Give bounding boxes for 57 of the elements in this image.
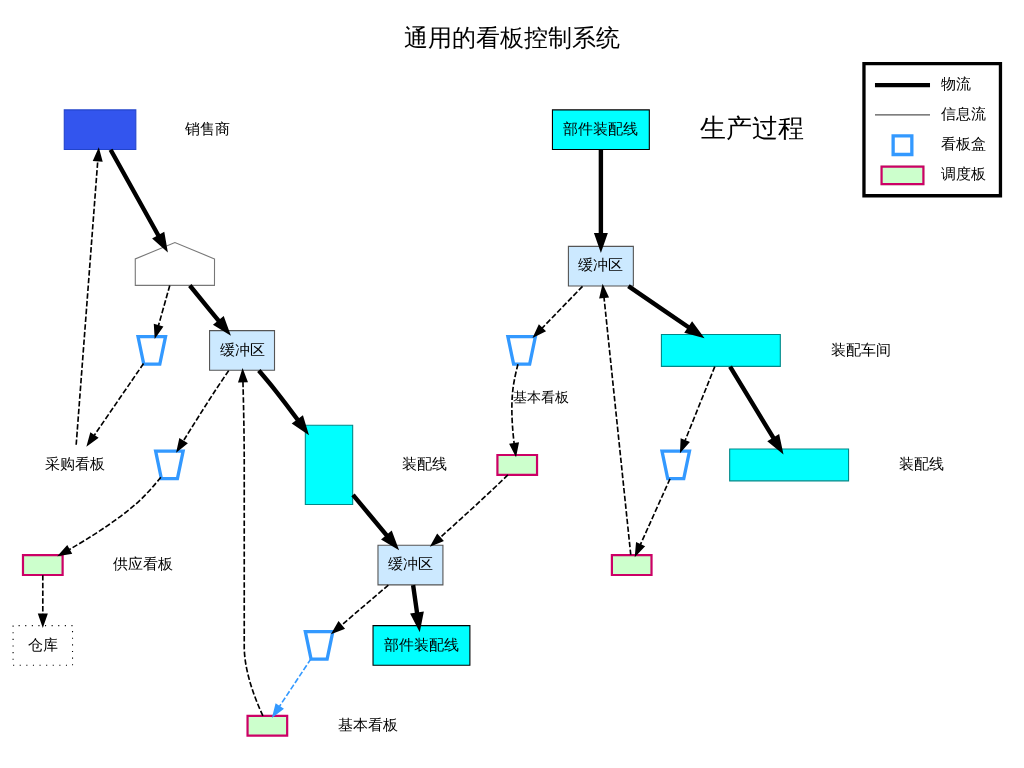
node-text: 采购看板 bbox=[44, 454, 105, 473]
arrow bbox=[271, 658, 312, 718]
arrow bbox=[153, 284, 171, 339]
node-box: 缓冲区 bbox=[209, 330, 276, 371]
node-box bbox=[246, 714, 289, 737]
node-box bbox=[136, 335, 168, 366]
node-box: 缓冲区 bbox=[567, 245, 634, 287]
node-label: 装配线 bbox=[402, 454, 448, 473]
arrow bbox=[599, 283, 632, 556]
node-label: 装配车间 bbox=[830, 340, 891, 359]
arrow bbox=[634, 478, 671, 558]
arrow bbox=[188, 284, 231, 336]
arrow bbox=[108, 148, 168, 253]
arrow bbox=[593, 149, 608, 253]
legend-label: 看板盒 bbox=[941, 135, 987, 154]
node-label: 供应看板 bbox=[112, 555, 173, 574]
arrow bbox=[57, 476, 162, 557]
arrow bbox=[532, 285, 584, 339]
node-box bbox=[63, 109, 137, 151]
arrow bbox=[351, 493, 400, 551]
arrow bbox=[237, 368, 264, 717]
node-box bbox=[21, 554, 64, 577]
diagram-title: 通用的看板控制系统 bbox=[404, 24, 620, 53]
arrow bbox=[75, 147, 103, 446]
node-box bbox=[153, 449, 186, 481]
edge-label: 基本看板 bbox=[513, 388, 570, 405]
label: 生产过程 bbox=[699, 111, 804, 143]
arrow bbox=[330, 584, 390, 635]
arrow bbox=[509, 363, 520, 458]
node-label: 销售商 bbox=[185, 119, 231, 138]
arrow bbox=[37, 574, 48, 628]
node-label: 基本看板 bbox=[337, 715, 398, 734]
arrow bbox=[86, 362, 145, 447]
node-box bbox=[304, 424, 354, 506]
arrow bbox=[627, 284, 705, 339]
arrow bbox=[728, 365, 784, 455]
node-picture bbox=[134, 241, 216, 286]
node-box bbox=[660, 333, 781, 367]
legend-label: 调度板 bbox=[941, 165, 987, 184]
node-box: 仓库 bbox=[12, 625, 74, 666]
arrow bbox=[679, 365, 716, 454]
arrow bbox=[429, 474, 509, 547]
node-box bbox=[303, 630, 335, 661]
arrow bbox=[257, 369, 310, 436]
legend-label: 信息流 bbox=[941, 104, 987, 123]
node-box bbox=[729, 448, 850, 482]
node-box: 部件装配线 bbox=[551, 109, 650, 151]
node-box bbox=[496, 453, 539, 476]
arrow bbox=[176, 369, 230, 453]
node-box: 部件装配线 bbox=[372, 625, 471, 666]
node-box bbox=[505, 335, 538, 366]
node-box: 缓冲区 bbox=[377, 544, 444, 586]
legend-label: 物流 bbox=[941, 75, 972, 94]
node-box bbox=[659, 449, 692, 481]
node-box bbox=[610, 554, 653, 577]
arrow bbox=[410, 584, 424, 633]
node-label: 装配线 bbox=[898, 454, 944, 473]
